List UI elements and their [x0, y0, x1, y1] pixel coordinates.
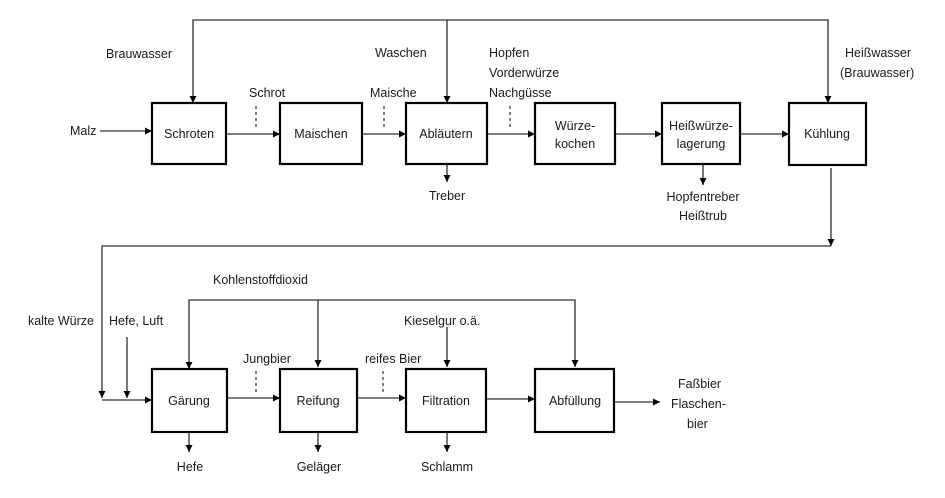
- box-label-kuehlung: Kühlung: [804, 127, 850, 141]
- label-hefe-luft: Hefe, Luft: [109, 314, 164, 328]
- label-kalte-wuerze: kalte Würze: [28, 314, 94, 328]
- label-hefe: Hefe: [177, 460, 203, 474]
- box-label-filtration: Filtration: [422, 394, 470, 408]
- label-reifes-bier: reifes Bier: [365, 352, 421, 366]
- label-vorderwuerze: Vorderwürze: [489, 66, 559, 80]
- label-hopfentreber: Hopfentreber: [667, 190, 740, 204]
- connectors-middle: [98, 168, 835, 404]
- box-label-reifung: Reifung: [296, 394, 339, 408]
- process-ablaeutern: Abläutern: [404, 101, 489, 166]
- label-heisswasser: Heißwasser: [845, 46, 911, 60]
- line-kalte-wuerze: [98, 245, 831, 398]
- connectors-bottom: [185, 299, 660, 452]
- process-heisswuerzelagerung: Heißwürze- lagerung: [660, 101, 742, 166]
- label-jungbier: Jungbier: [243, 352, 291, 366]
- label-kohlenstoffdioxid: Kohlenstoffdioxid: [213, 273, 308, 287]
- box-label-schroten: Schroten: [164, 127, 214, 141]
- label-maische: Maische: [370, 86, 417, 100]
- process-abfuellung: Abfüllung: [533, 367, 616, 434]
- box-label-abfuellung: Abfüllung: [549, 394, 601, 408]
- label-schrot: Schrot: [249, 86, 286, 100]
- box-label-ablaeutern: Abläutern: [419, 127, 473, 141]
- process-wuerzekochen: Würze- kochen: [533, 101, 617, 166]
- box-label-maischen: Maischen: [294, 127, 348, 141]
- label-heisstrub: Heißtrub: [679, 209, 727, 223]
- box-label-wuerzekochen-1: Würze-: [555, 119, 595, 133]
- box-label-wuerzekochen-2: kochen: [555, 137, 595, 151]
- connectors-top: [100, 19, 832, 185]
- label-nachguesse: Nachgüsse: [489, 86, 552, 100]
- label-brauwasser: Brauwasser: [106, 47, 172, 61]
- label-treber: Treber: [429, 189, 465, 203]
- process-schroten: Schroten: [150, 101, 228, 166]
- label-waschen: Waschen: [375, 46, 427, 60]
- box-label-heisswuerze-2: lagerung: [677, 137, 726, 151]
- line-brauwasser-loop: [189, 19, 832, 103]
- labels-bottom: kalte Würze Hefe, Luft Kohlenstoffdioxid…: [28, 273, 726, 474]
- process-filtration: Filtration: [404, 367, 488, 434]
- box-label-heisswuerze-1: Heißwürze-: [669, 119, 733, 133]
- label-hopfen: Hopfen: [489, 46, 529, 60]
- line-co2-loop: [185, 299, 579, 369]
- label-brauwasser-paren: (Brauwasser): [840, 66, 914, 80]
- label-kieselgur: Kieselgur o.ä.: [404, 314, 480, 328]
- process-reifung: Reifung: [278, 367, 359, 434]
- label-flaschen: Flaschen-: [671, 397, 726, 411]
- label-fassbier: Faßbier: [678, 377, 721, 391]
- labels-top: Malz Brauwasser Schrot Waschen Maische H…: [70, 46, 914, 223]
- process-gaerung: Gärung: [150, 367, 229, 434]
- label-bier: bier: [687, 417, 708, 431]
- label-gelaeger: Geläger: [297, 460, 341, 474]
- box-label-gaerung: Gärung: [168, 394, 210, 408]
- process-maischen: Maischen: [278, 101, 364, 166]
- label-malz: Malz: [70, 124, 96, 138]
- label-schlamm: Schlamm: [421, 460, 473, 474]
- process-kuehlung: Kühlung: [787, 101, 868, 167]
